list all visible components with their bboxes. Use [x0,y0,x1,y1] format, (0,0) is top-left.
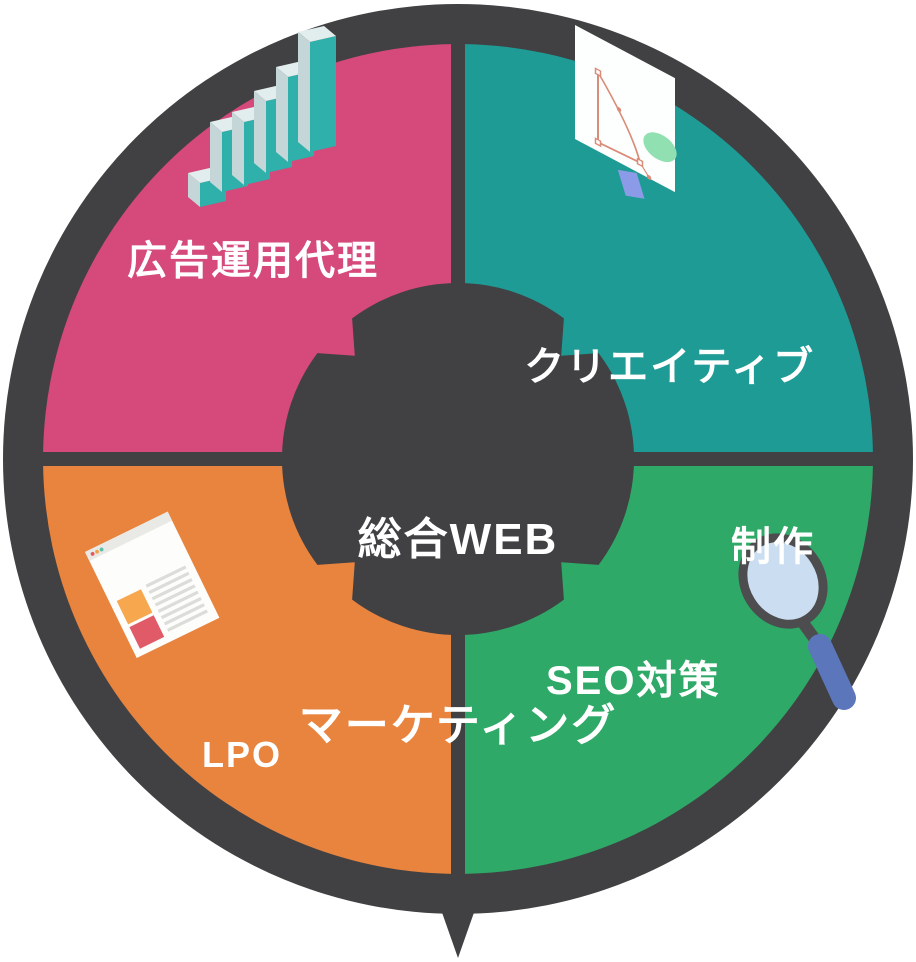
label-lpo-line2: 最適化 [202,914,317,955]
center-title-line1: 総合WEB [357,515,559,564]
bar-chart-icon [188,26,336,207]
quadrant-creative [465,44,873,452]
center-title-line2: マーケティング [298,701,618,750]
label-creative-line1: クリエイティブ [524,345,815,389]
center-emblem [281,282,635,636]
center-title: 総合WEB マーケティング [158,385,758,881]
label-seo: SEO対策 [546,659,721,703]
design-artboard-icon [575,25,677,199]
browser-window-icon [85,511,220,659]
quadrant-ad [43,44,451,452]
label-lpo-optimization: LPO 最適化 [202,605,316,962]
label-lpo-line1: LPO [202,734,283,775]
magnifier-icon [738,533,856,710]
label-creative-line2: 制作 [731,525,815,569]
label-ad-operation: 広告運用代理 [127,239,379,283]
label-creative-production: クリエイティブ 制作 [524,217,815,697]
